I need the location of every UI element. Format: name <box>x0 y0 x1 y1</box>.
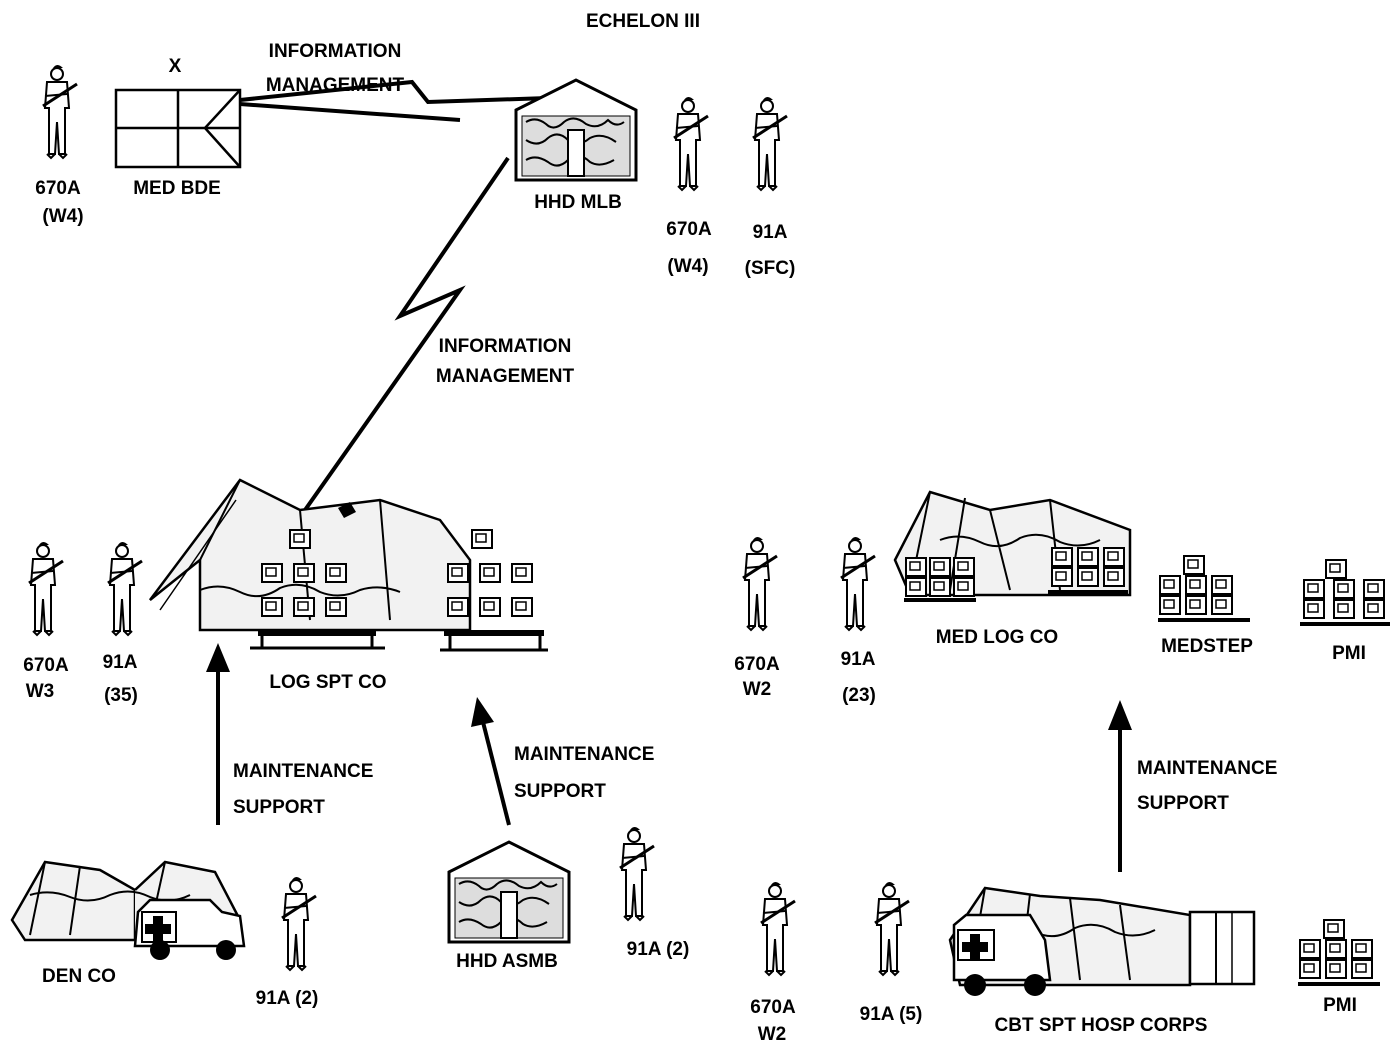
soldier-icon <box>751 95 789 192</box>
maint-left-1: MAINTENANCE <box>233 761 373 782</box>
soldier-icon <box>41 63 79 160</box>
med-log-soldier2-count: (23) <box>842 685 876 706</box>
medstep-pallet-icon <box>1158 555 1250 622</box>
hhd-asmb-hut-icon <box>447 840 571 944</box>
mlb-soldier2-rank: 91A <box>753 222 788 243</box>
soldier-icon <box>618 825 656 922</box>
hhd-mlb-hut-icon <box>514 78 638 182</box>
log-soldier2-count: (35) <box>104 685 138 706</box>
log-soldier1-rank: 670A <box>23 655 69 676</box>
med-log-soldier2-rank: 91A <box>841 649 876 670</box>
mlb-soldier1-grade: (W4) <box>667 256 708 277</box>
den-co-label: DEN CO <box>42 966 116 987</box>
page-title: ECHELON III <box>586 11 700 32</box>
ambulance-icon <box>952 913 1052 996</box>
med-bde-symbol <box>114 88 242 169</box>
maint-left-2: SUPPORT <box>233 797 325 818</box>
soldier-icon <box>759 880 797 977</box>
medstep-label: MEDSTEP <box>1161 636 1253 657</box>
info-link-mid <box>303 156 510 512</box>
hhd-mlb-label: HHD MLB <box>534 192 622 213</box>
info-mgmt-top-1: INFORMATION <box>269 41 402 62</box>
den-soldier-label: 91A (2) <box>256 988 319 1009</box>
pmi-pallet-icon <box>1298 919 1380 986</box>
soldier-icon <box>741 535 779 632</box>
log-spt-co-label: LOG SPT CO <box>269 672 386 693</box>
pmi-bottom-label: PMI <box>1323 995 1357 1016</box>
bde-soldier-grade: (W4) <box>42 206 83 227</box>
shelter-icon <box>1188 910 1256 986</box>
csh-soldier1-grade: W2 <box>758 1024 787 1044</box>
soldier-icon <box>873 880 911 977</box>
med-log-co-label: MED LOG CO <box>936 627 1058 648</box>
mlb-soldier2-grade: (SFC) <box>745 258 796 279</box>
med-bde-label: MED BDE <box>133 178 221 199</box>
log-soldier2-rank: 91A <box>103 652 138 673</box>
soldier-icon <box>280 875 318 972</box>
soldier-icon <box>27 540 65 637</box>
maint-mid-1: MAINTENANCE <box>514 744 654 765</box>
maintenance-arrow-right <box>1108 700 1132 872</box>
ambulance-icon <box>133 898 246 960</box>
pmi-top-label: PMI <box>1332 643 1366 664</box>
log-spt-pallet-icon <box>250 529 385 650</box>
soldier-icon <box>106 540 144 637</box>
log-soldier1-grade: W3 <box>26 681 55 702</box>
csh-label: CBT SPT HOSP CORPS <box>995 1015 1208 1036</box>
info-mgmt-top-2: MANAGEMENT <box>266 75 405 96</box>
mlb-soldier1-rank: 670A <box>666 219 712 240</box>
med-bde-x-label: X <box>169 56 182 77</box>
asmb-soldier-label: 91A (2) <box>627 939 690 960</box>
med-log-soldier1-rank: 670A <box>734 654 780 675</box>
maint-right-2: SUPPORT <box>1137 793 1229 814</box>
log-spt-pallet-icon <box>440 529 548 652</box>
info-mgmt-mid-1: INFORMATION <box>439 336 572 357</box>
bde-soldier-rank: 670A <box>35 178 81 199</box>
maint-right-1: MAINTENANCE <box>1137 758 1277 779</box>
info-mgmt-mid-2: MANAGEMENT <box>436 366 575 387</box>
soldier-icon <box>839 535 877 632</box>
hhd-asmb-label: HHD ASMB <box>456 951 558 972</box>
pmi-pallet-icon <box>1300 559 1390 626</box>
med-log-soldier1-grade: W2 <box>743 679 772 700</box>
soldier-icon <box>672 95 710 192</box>
csh-soldier1-rank: 670A <box>750 997 796 1018</box>
maintenance-arrow-mid <box>471 697 511 826</box>
maintenance-arrow-left <box>206 643 230 825</box>
maint-mid-2: SUPPORT <box>514 781 606 802</box>
med-log-pallet-icon <box>904 547 1128 602</box>
info-link-top <box>239 79 549 105</box>
csh-soldier2-label: 91A (5) <box>860 1004 923 1025</box>
